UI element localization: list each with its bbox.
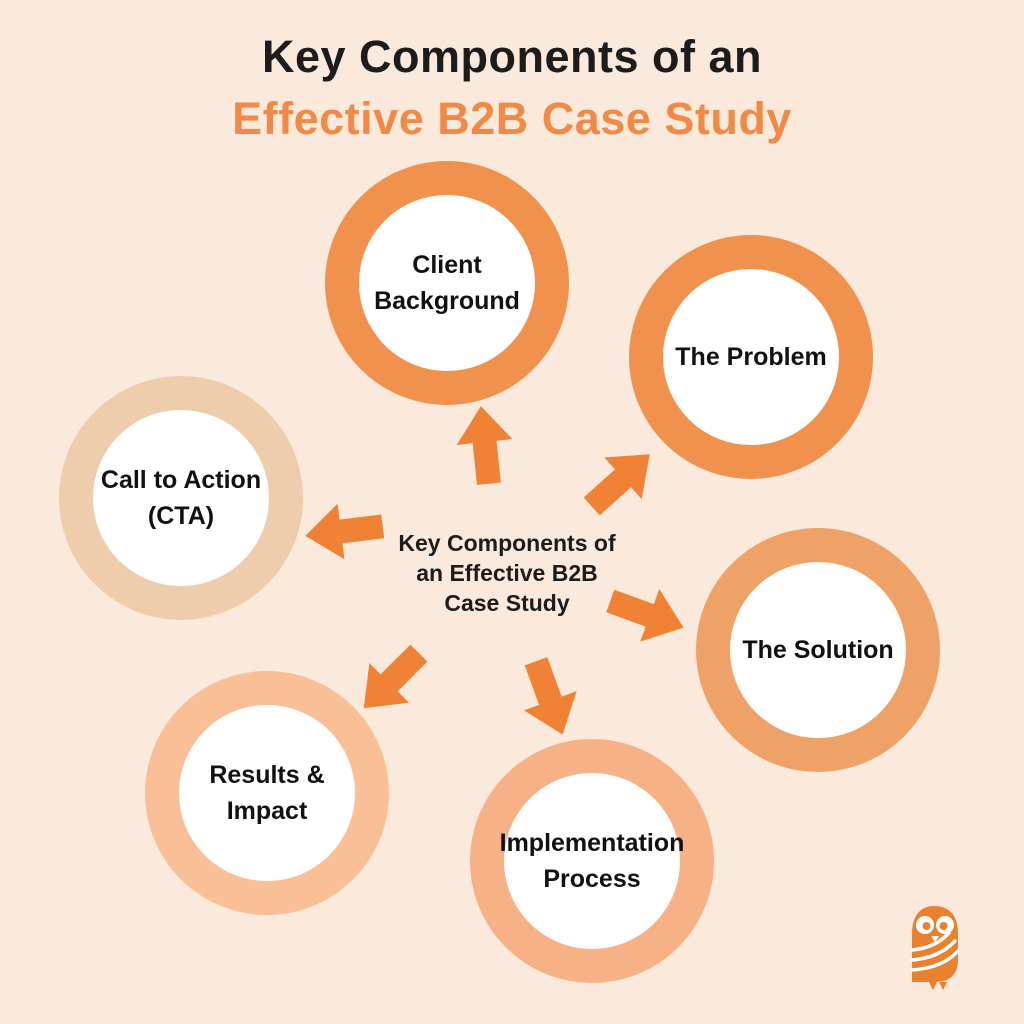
node-results-impact: Results & Impact [145, 671, 389, 915]
arrow-icon-to-results-impact [343, 631, 442, 730]
node-label-results-impact: Results & Impact [209, 761, 325, 825]
arrow-icon-to-the-problem [570, 432, 670, 530]
owl-logo-icon [905, 903, 965, 991]
page-title-line2: Effective B2B Case Study [232, 93, 792, 144]
node-the-solution: The Solution [696, 528, 940, 772]
page-title-line1: Key Components of an [261, 31, 763, 82]
arrow-icon-to-the-solution [598, 572, 694, 656]
node-the-problem: The Problem [629, 235, 873, 479]
node-client-background: Client Background [325, 161, 569, 405]
node-call-to-action: Call to Action (CTA) [59, 376, 303, 620]
node-label-the-solution: The Solution [742, 636, 894, 664]
node-label-client-background: Client Background [374, 251, 520, 315]
arrow-icon-to-call-to-action [302, 496, 389, 565]
node-label-implementation-process: Implementation Process [499, 829, 685, 893]
arrow-icon-to-client-background [451, 403, 519, 489]
node-label-call-to-action: Call to Action (CTA) [100, 466, 262, 530]
node-label-the-problem: The Problem [675, 343, 827, 371]
arrow-icon-to-implementation-process [507, 649, 591, 745]
center-hub-label: Key Components of an Effective B2B Case … [398, 530, 616, 616]
page-title: Key Components of an Effective B2B Case … [0, 26, 1024, 150]
node-implementation-process: Implementation Process [470, 739, 714, 983]
